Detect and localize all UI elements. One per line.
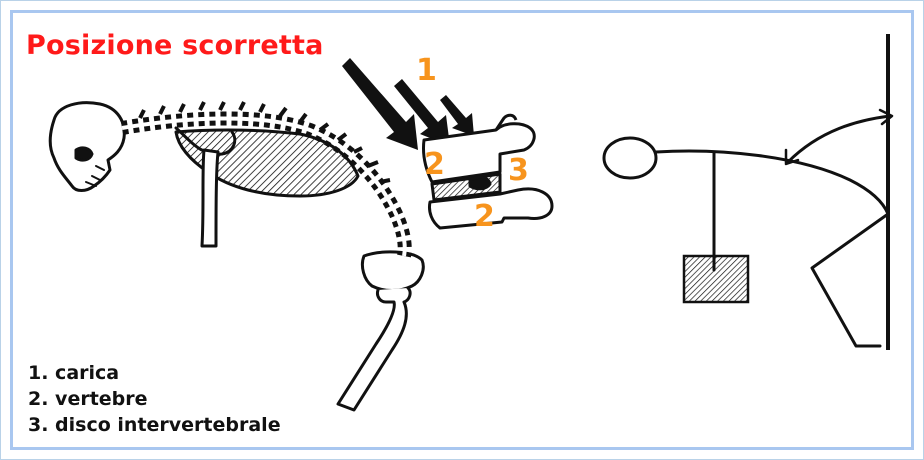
angle-arc [788, 116, 890, 162]
stick-figure [604, 110, 892, 346]
page-title: Posizione scorretta [26, 30, 324, 61]
skull [50, 103, 124, 191]
legend-item-vertebrae: 2. vertebre [28, 386, 281, 412]
femur [338, 288, 410, 410]
stick-back [656, 151, 888, 214]
label-vertebra-bottom: 2 [474, 199, 495, 234]
label-load: 1 [416, 53, 437, 88]
weight-box [684, 256, 748, 302]
legend-item-disc: 3. disco intervertebrale [28, 412, 281, 438]
stick-head [604, 138, 656, 178]
stick-legs [812, 214, 888, 346]
legend: 1. carica 2. vertebre 3. disco intervert… [28, 360, 281, 438]
arrow-1 [342, 58, 418, 150]
legend-item-load: 1. carica [28, 360, 281, 386]
label-disc: 3 [508, 153, 529, 188]
label-vertebra-top: 2 [424, 147, 445, 182]
pelvis [362, 252, 423, 291]
arm-bone [202, 150, 218, 246]
